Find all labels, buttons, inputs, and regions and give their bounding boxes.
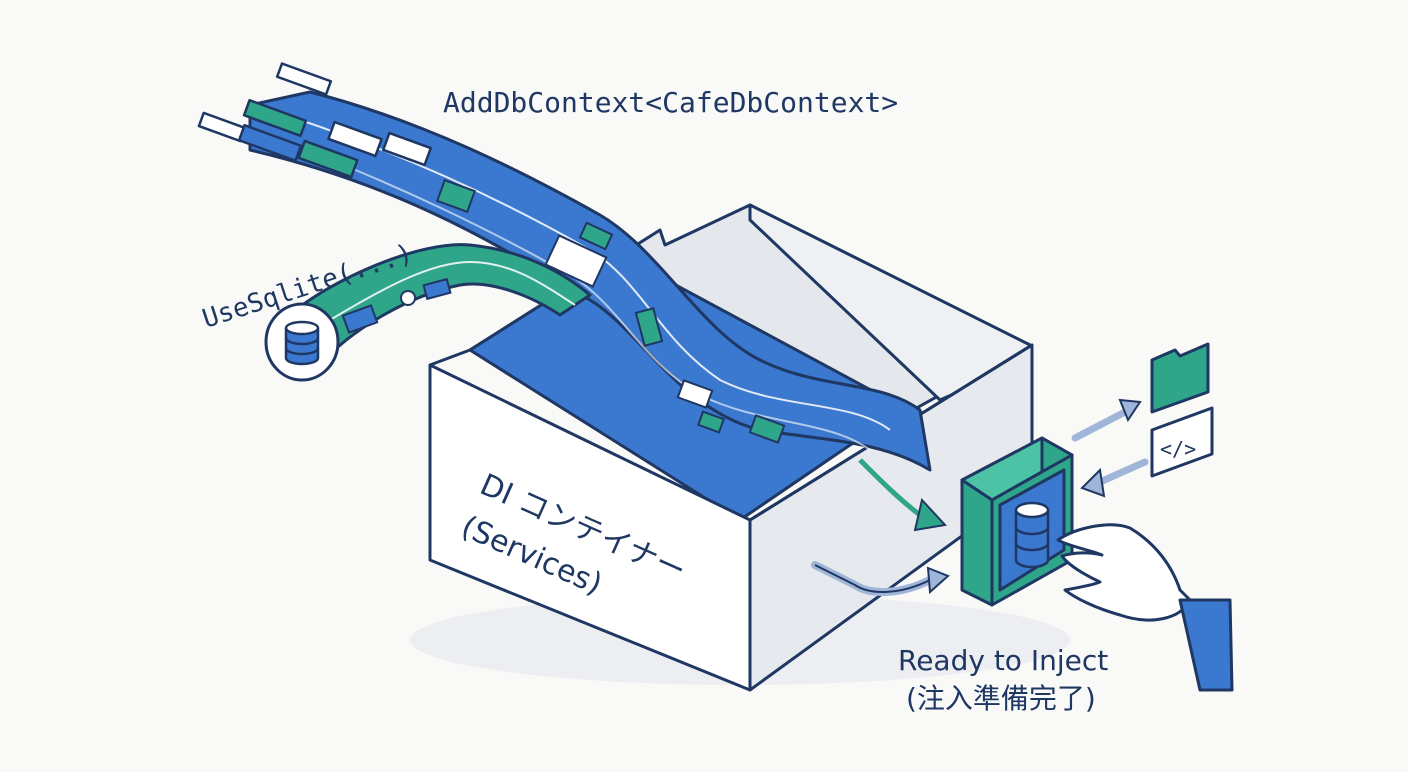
ready-label: Ready to Inject (898, 644, 1108, 677)
ribbon-chip (578, 221, 614, 251)
sqlite-database-badge (264, 302, 340, 382)
ribbon-chip (748, 414, 786, 444)
inject-flow-arrow (858, 458, 947, 532)
ready-sublabel: (注入準備完了) (906, 682, 1096, 715)
box-to-module-arrow (811, 561, 950, 596)
ribbon-chip (435, 178, 477, 214)
code-icon-label: </> (1160, 437, 1196, 461)
add-db-context-label: AddDbContext<CafeDbContext> (443, 86, 898, 119)
folder-icon (1150, 342, 1210, 414)
database-icon (284, 320, 320, 366)
ribbon-chip (634, 307, 664, 347)
arrow-icon (1071, 398, 1142, 442)
service-registration-ribbon (248, 90, 932, 472)
streaming-bars (197, 62, 433, 179)
db-context-module (960, 436, 1074, 607)
database-icon (1014, 501, 1050, 569)
ribbon-chip (544, 234, 608, 288)
code-icon: </> (1150, 406, 1214, 478)
use-sqlite-ribbon (288, 243, 592, 367)
ribbon-chip (676, 379, 714, 409)
hand-icon (1056, 523, 1234, 692)
ribbon-chip (696, 410, 726, 434)
arrow-icon (1080, 458, 1149, 498)
